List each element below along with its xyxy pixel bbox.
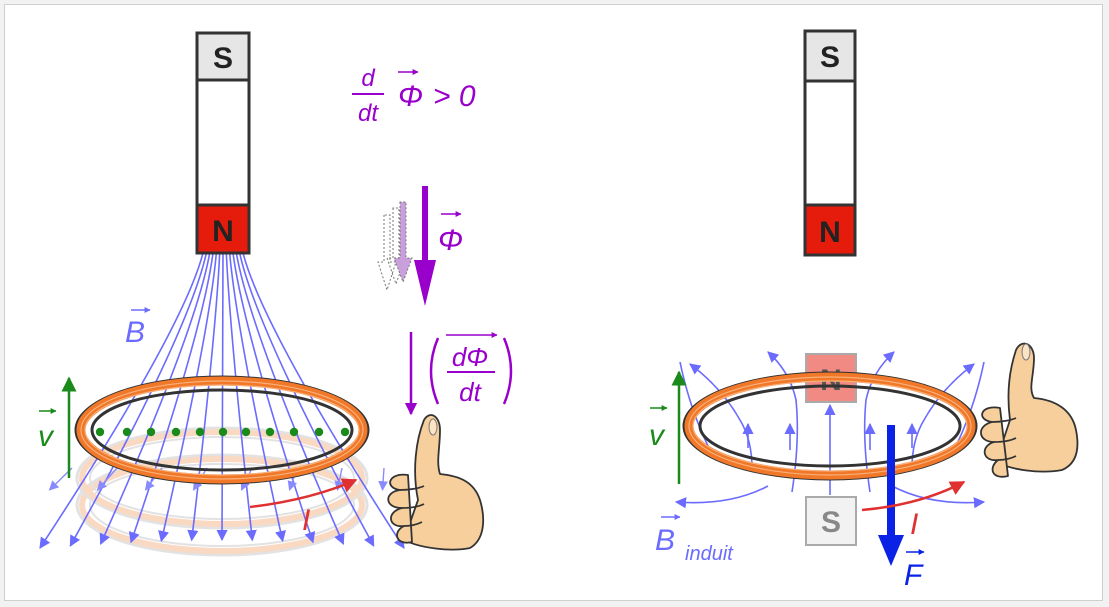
- flux-arrows: [377, 186, 436, 306]
- field-line: [228, 252, 286, 543]
- right-panel: S N N S: [649, 29, 1079, 592]
- flux-derivative-formula: d dt Φ > 0: [352, 65, 476, 127]
- field-line: [242, 252, 405, 549]
- svg-text:Φ: Φ: [438, 224, 463, 257]
- svg-text:d: d: [361, 65, 375, 92]
- field-line-tip: [96, 467, 118, 491]
- field-line: [158, 252, 218, 543]
- field-crossing-dot: [265, 427, 275, 437]
- right-north-label: N: [819, 216, 841, 249]
- left-north-label: N: [212, 215, 234, 248]
- svg-text:> 0: > 0: [433, 80, 476, 113]
- right-current-arrow: I: [861, 480, 966, 541]
- field-line: [238, 252, 375, 547]
- field-crossing-dot: [122, 427, 132, 437]
- field-crossing-dot: [314, 427, 324, 437]
- field-line: [39, 252, 204, 549]
- field-line-tip: [378, 467, 388, 491]
- field-line: [216, 252, 228, 542]
- svg-text:Φ: Φ: [398, 80, 423, 113]
- induced-magnet-south-pole: [805, 496, 857, 546]
- field-line: [225, 252, 257, 542]
- right-magnet-north-pole: [803, 203, 857, 257]
- induced-south-label: S: [821, 506, 841, 539]
- field-crossing-dot: [241, 427, 251, 437]
- right-b-subscript: induit: [685, 543, 734, 565]
- induced-magnet: N S: [805, 353, 857, 546]
- svg-text:B: B: [125, 316, 145, 349]
- force-arrow: [878, 425, 904, 566]
- field-crossing-dot: [95, 427, 105, 437]
- field-line: [99, 252, 211, 546]
- induced-field-arrows: [742, 422, 918, 450]
- right-coil: [682, 371, 978, 481]
- svg-text:dΦ: dΦ: [452, 342, 488, 372]
- right-south-label: S: [820, 41, 840, 74]
- svg-text:v: v: [38, 420, 55, 453]
- field-crossing-dot: [289, 427, 299, 437]
- left-panel: S N v B I: [38, 31, 513, 557]
- svg-text:dt: dt: [459, 377, 482, 407]
- left-coil: [74, 375, 370, 485]
- left-magnet-south-pole: [195, 31, 251, 82]
- svg-text:dt: dt: [358, 100, 379, 127]
- field-crossing-dot: [171, 427, 181, 437]
- left-magnet-north-pole: [195, 203, 251, 255]
- left-magnet: S N: [195, 31, 251, 255]
- svg-text:F: F: [904, 559, 924, 592]
- field-crossing-points: [95, 427, 350, 437]
- figure-frame: [4, 4, 1103, 601]
- field-line: [235, 252, 345, 546]
- flux-change-label: dΦ dt: [429, 332, 513, 407]
- right-b-label: B induit: [655, 514, 734, 565]
- svg-text:v: v: [649, 419, 666, 452]
- right-magnet-south-pole: [803, 29, 857, 83]
- left-b-label: B: [125, 307, 151, 349]
- left-south-label: S: [213, 42, 233, 75]
- right-f-label: F: [904, 549, 925, 592]
- right-magnet: S N: [803, 29, 857, 257]
- left-field-lines: [39, 252, 405, 549]
- field-crossing-dot: [340, 427, 350, 437]
- thumb-up-hand-icon: [980, 342, 1079, 478]
- flux-label: Φ: [438, 211, 463, 257]
- field-crossing-dot: [146, 427, 156, 437]
- left-i-label: I: [302, 504, 310, 537]
- right-v-label: v: [649, 405, 668, 452]
- left-current-arrow: I: [249, 478, 358, 537]
- right-i-label: I: [910, 508, 918, 541]
- svg-text:B: B: [655, 524, 675, 557]
- field-crossing-dot: [218, 427, 228, 437]
- thumb-up-hand-icon: [387, 414, 485, 551]
- field-line: [69, 252, 208, 547]
- field-crossing-dot: [195, 427, 205, 437]
- left-v-label: v: [38, 408, 57, 453]
